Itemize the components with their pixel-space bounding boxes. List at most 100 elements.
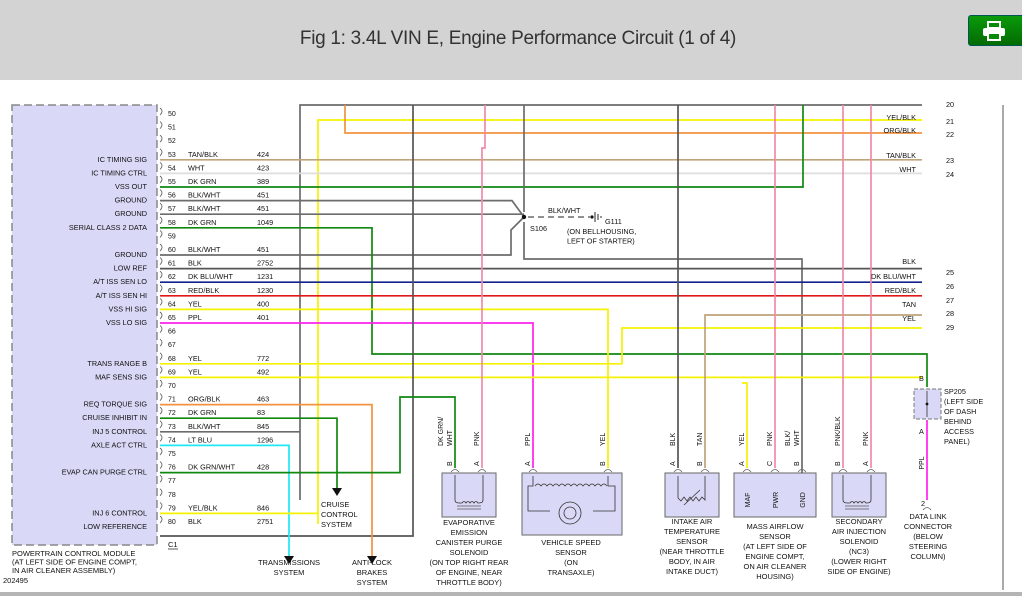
pcm-wire-color: BLK [188,517,202,526]
wire-ppl-65 [160,322,534,468]
maf-label: ON AIR CLEANER [744,562,808,571]
vss-wire-color-label: PPL [525,433,532,446]
connector-pin-mark [159,488,163,497]
connector-pin-mark [159,352,163,361]
air-label: SOLENOID [840,537,879,546]
pcm-signal-label: REQ TORQUE SIG [84,400,148,409]
iat-label: TEMPERATURE [664,527,720,536]
pcm-pin-number: 70 [168,383,176,390]
connector-pin-mark [159,284,163,293]
vss-label: SENSOR [555,548,587,557]
vss-terminal [603,469,613,473]
right-connector-wire-color: RED/BLK [885,286,916,295]
wire-dk-grn-58 [160,226,928,387]
maf-wire-color-label: WHT [794,429,801,446]
right-connector-wire-color: DK BLU/WHT [871,272,917,281]
sp205-location: BEHIND [944,417,972,426]
maf-terminal [797,469,807,473]
pcm-circuit-number: 2752 [257,259,273,268]
wire-blk-wht-56 [160,199,525,218]
pcm-pin-number: 79 [168,505,176,512]
evap-pin-label: A [474,461,481,466]
pcm-wire-color: YEL [188,354,202,363]
evap-label: THROTTLE BODY) [436,578,502,587]
sp205-dot [925,402,929,406]
page-header: Fig 1: 3.4L VIN E, Engine Performance Ci… [0,0,1022,80]
pcm-wire-color: DK GRN [188,177,216,186]
wire-s106-to-maf-gnd [523,222,803,500]
cruise-arrow-icon [332,488,342,496]
pcm-pin-number: 62 [168,274,176,281]
connector-pin-mark [159,515,163,524]
pcm-pin-number: 53 [168,152,176,159]
connector-pin-mark [159,230,163,238]
pcm-wire-color: DK GRN [188,408,216,417]
splice-id: S106 [530,224,547,233]
vss-label: VEHICLE SPEED [541,538,601,547]
maf-wire-color-label: YEL [739,433,746,446]
evap-label: OF ENGINE, NEAR [436,568,503,577]
print-button[interactable] [968,15,1022,46]
right-connector-pin: 22 [946,130,954,139]
air-solenoid-box [831,472,887,518]
evap-terminal [477,469,487,473]
pcm-pin-number: 58 [168,220,176,227]
figure-number: 202495 [3,576,28,585]
air-terminal [866,469,876,473]
maf-pin-label: A [739,461,746,466]
maf-terminal-label: MAF [745,493,752,508]
sp205-id: SP205 [944,387,966,396]
iat-pin-label: A [670,461,677,466]
connector-pin-mark [159,379,163,388]
pcm-pin-number: 56 [168,193,176,200]
pcm-circuit-number: 451 [257,245,269,254]
sp205-wire-color: PPL [919,456,926,469]
iat-terminal [700,469,710,473]
pcm-wire-color: YEL [188,299,202,308]
vss-label: (ON [564,558,578,567]
pcm-signal-label: IC TIMING SIG [98,155,148,164]
pcm-wire-color: DK GRN/WHT [188,463,236,472]
right-connector-pin: 28 [946,309,954,318]
connector-pin-mark [159,107,163,116]
air-solenoid-coil-icon [842,475,872,504]
sp205-location: (LEFT SIDE [944,397,983,406]
connector-pin-mark [159,202,163,211]
pcm-pin-number: 60 [168,247,176,254]
connector-pin-mark [159,447,163,456]
dlc-label: DATA LINK [909,512,946,521]
pcm-signal-label: INJ 5 CONTROL [92,427,147,436]
pcm-wire-color: ORG/BLK [188,395,221,404]
iat-label: SENSOR [676,537,708,546]
vss-label: TRANSAXLE) [547,568,595,577]
pcm-signal-label: GROUND [115,250,147,259]
dlc-label: (BELOW [913,532,944,541]
pcm-pin-number: 50 [168,111,176,118]
sp205-pin-a: A [919,427,924,436]
pcm-pin-number: 78 [168,492,176,499]
vss-coil-icon [534,483,608,487]
transmission-system-label: SYSTEM [274,568,305,577]
connector-pin-mark [159,298,163,306]
ground-location: LEFT OF STARTER) [567,237,635,246]
pcm-pin-number: 72 [168,410,176,417]
wire-yel-maf [742,382,748,468]
pcm-location-label: (AT LEFT SIDE OF ENGINE COMPT, [12,558,137,567]
pcm-circuit-number: 400 [257,299,269,308]
pcm-signal-label: AXLE ACT CTRL [91,440,147,449]
air-wire-color-label: PNK/BLK [835,416,842,446]
connector-pin-mark [159,270,163,279]
air-pin-label: A [863,461,870,466]
connector-pin-mark [159,420,163,429]
pcm-pin-number: 67 [168,342,176,349]
pcm-signal-label: EVAP CAN PURGE CTRL [62,468,147,477]
right-connector-wire-color: WHT [899,165,916,174]
air-solenoid-core-icon [845,505,869,510]
pcm-signal-label: SERIAL CLASS 2 DATA [69,223,147,232]
ground-node-dot [590,215,594,219]
pcm-wire-color: BLK/WHT [188,191,221,200]
wire-pnk-evap [481,105,486,468]
wire-blk-wht-60 [160,216,525,256]
right-connector-wire-color: BLK [902,257,916,266]
evap-pin-label: B [447,461,454,466]
